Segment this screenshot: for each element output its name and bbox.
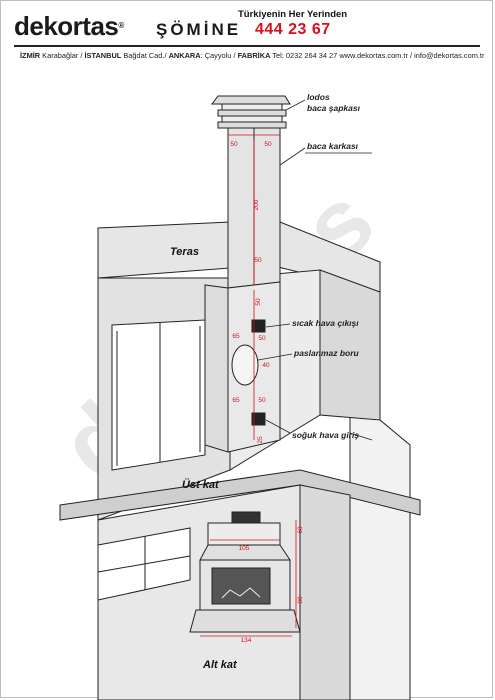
dim-side-80: 80 — [297, 596, 304, 604]
dim-vent-25: 25 — [257, 436, 264, 444]
label-chimney-frame: baca karkası — [307, 141, 359, 151]
terrace-right-wall — [319, 269, 381, 421]
label-hot-air-outlet: sıcak hava çıkışı — [292, 318, 359, 328]
dim-side-50: 50 — [258, 335, 266, 342]
label-lodos: lodos — [307, 92, 330, 102]
label-cold-air-inlet: soğuk hava giriş — [292, 430, 360, 440]
floor-label-terrace: Teras — [170, 246, 199, 258]
hearth — [189, 609, 301, 633]
floor-label-lower: Alt kat — [203, 659, 237, 671]
stainless-pipe — [231, 344, 259, 386]
dim-chimney-height: 200 — [253, 199, 260, 210]
hood-vent — [231, 511, 261, 525]
hotline-label: Türkiyenin Her Yerinden — [238, 9, 348, 20]
brand-sub: ŞÖMİNE — [156, 20, 242, 39]
dim-side-60: 60 — [297, 526, 304, 534]
lower-floor-side — [299, 484, 351, 700]
brand-logo: dekortas® — [14, 13, 124, 39]
upper-window — [111, 319, 206, 471]
floor-label-upper: Üst kat — [182, 479, 219, 491]
firebox — [211, 567, 271, 605]
dim-upper-50: 50 — [255, 298, 262, 306]
label-chimney-cap: baca şapkası — [307, 103, 360, 113]
address-line: İZMİR Karabağlar / İSTANBUL Bağdat Cad./… — [20, 51, 485, 60]
chimney-cap — [211, 95, 291, 105]
dim-hearth-width: 134 — [241, 637, 252, 644]
header-divider — [14, 45, 480, 47]
hot-air-outlet — [251, 319, 266, 333]
right-wall — [349, 393, 411, 700]
dim-side-65: 65 — [232, 333, 240, 340]
dim-pipe-40: 40 — [262, 362, 270, 369]
label-stainless-pipe: paslanmaz boru — [294, 348, 359, 358]
cold-air-inlet — [251, 412, 266, 426]
hotline-number[interactable]: 444 23 67 — [255, 21, 331, 38]
dim-lower-50: 50 — [258, 397, 266, 404]
floor-slab — [59, 469, 421, 521]
dim-chimney-left: 50 — [230, 141, 238, 148]
dim-hood-width: 105 — [239, 545, 250, 552]
dim-chimney-base: 50 — [254, 257, 262, 264]
dim-lower-65: 65 — [232, 397, 240, 404]
dim-chimney-right: 50 — [264, 141, 272, 148]
brand-name: dekortas — [14, 11, 119, 41]
brand-mark: ® — [118, 21, 124, 30]
